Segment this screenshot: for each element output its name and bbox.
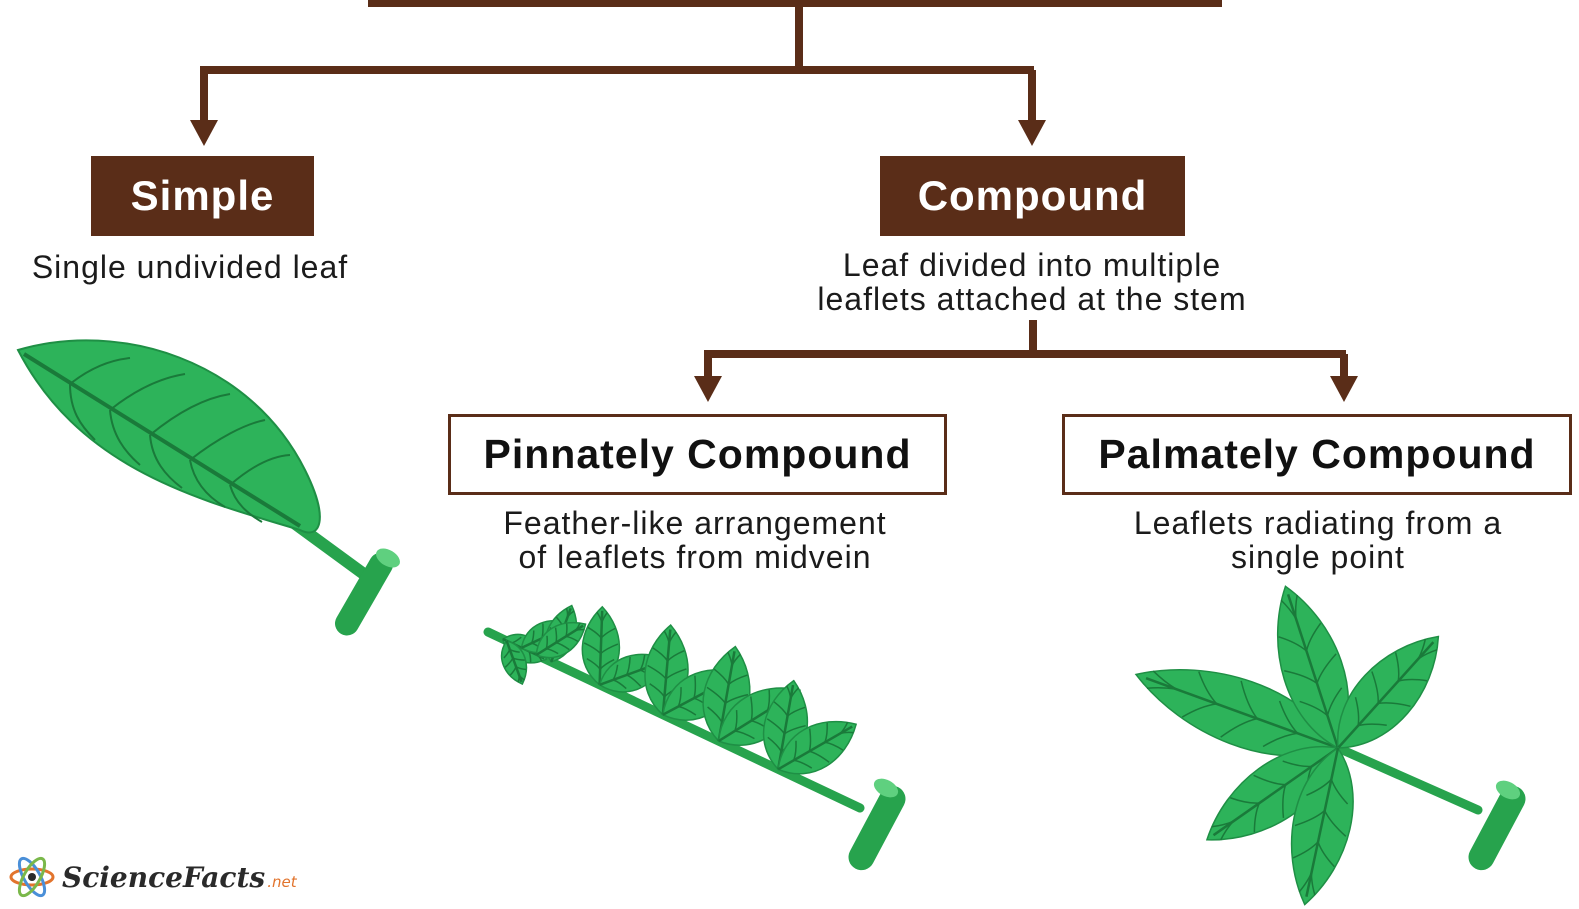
sciencefacts-logo: ScienceFacts .net: [8, 852, 297, 902]
arrow-to-simple: [190, 120, 218, 146]
arrow-to-palmately: [1330, 376, 1358, 402]
logo-brand: ScienceFacts: [62, 861, 265, 894]
pinnate-stem: [488, 632, 910, 875]
pinnately-leaf-illustration: [488, 601, 910, 875]
palmately-description: Leaflets radiating from a single point: [1080, 506, 1556, 574]
palmate-leaflets: [1125, 577, 1460, 909]
simple-leaf-illustration: [18, 340, 403, 639]
arrow-to-pinnately: [694, 376, 722, 402]
palmately-title: Palmately Compound: [1062, 414, 1572, 495]
simple-leaf-stem: [290, 520, 403, 640]
simple-title: Simple: [91, 156, 314, 236]
palmately-leaf-illustration: [1125, 577, 1530, 909]
logo-suffix: .net: [267, 873, 296, 891]
compound-description: Leaf divided into multiple leaflets atta…: [770, 248, 1294, 316]
compound-title: Compound: [880, 156, 1185, 236]
pinnately-description: Feather-like arrangement of leaflets fro…: [440, 506, 950, 574]
pinnate-leaflets: [496, 601, 867, 788]
simple-description: Single undivided leaf: [0, 250, 380, 284]
arrow-to-compound: [1018, 120, 1046, 146]
simple-leaf-blade: [18, 340, 320, 532]
palmate-stem: [1338, 748, 1530, 875]
pinnately-title: Pinnately Compound: [448, 414, 947, 495]
atom-icon: [8, 853, 56, 901]
